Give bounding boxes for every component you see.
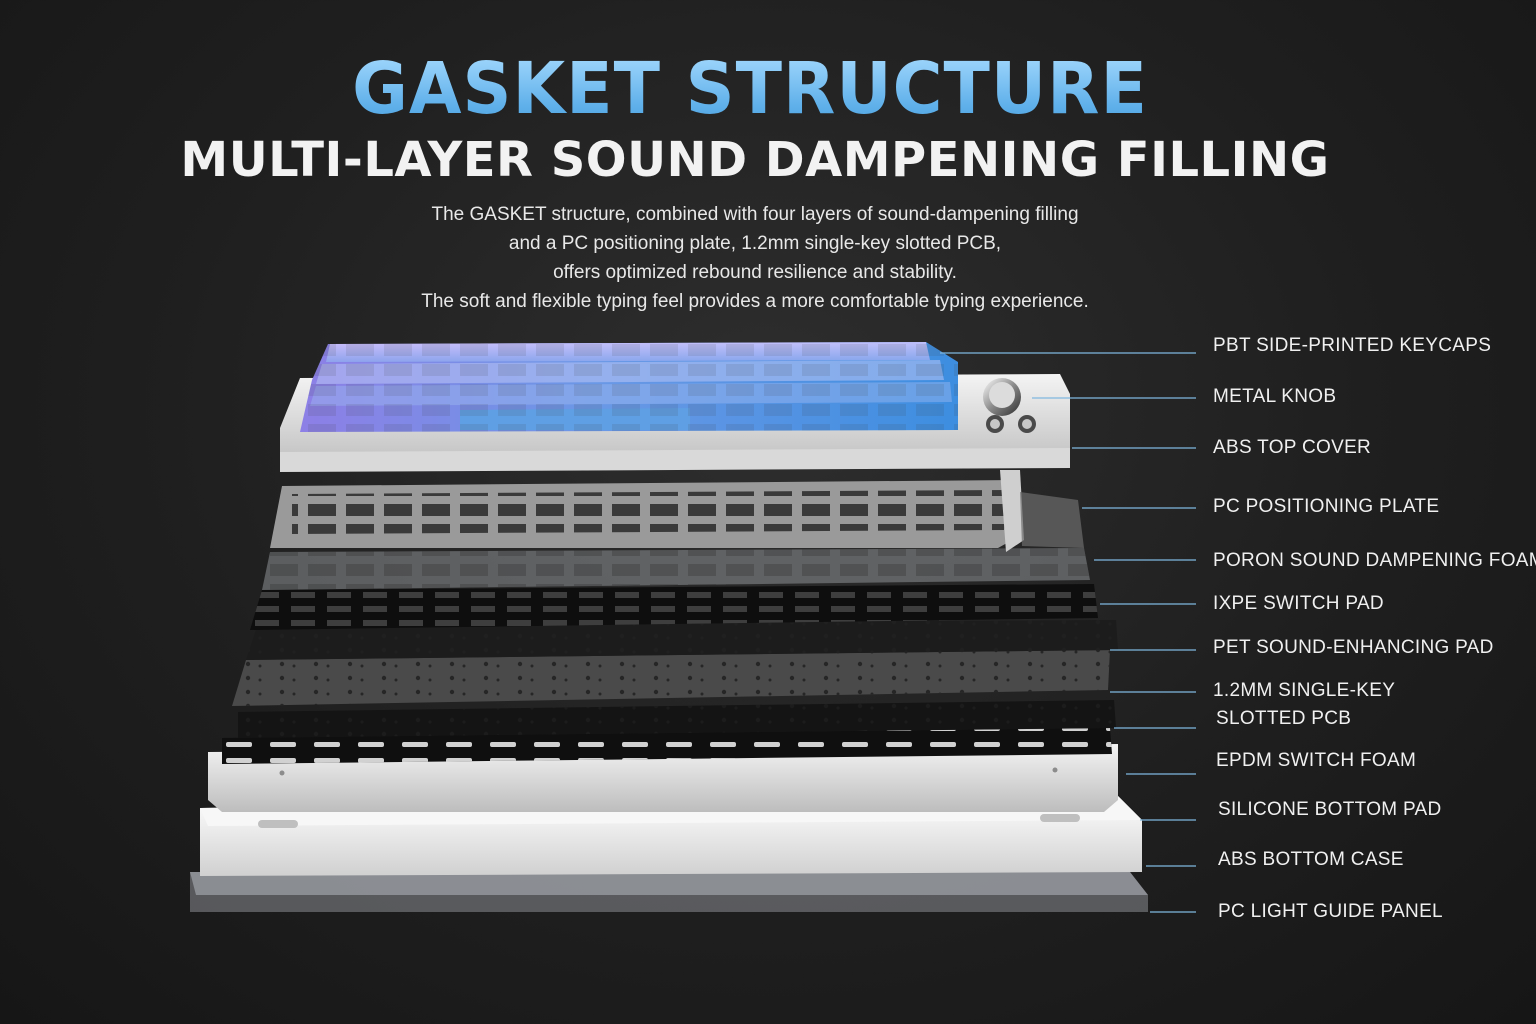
description: The GASKET structure, combined with four…: [0, 200, 1510, 316]
epdm-switch-foam: [222, 728, 1112, 764]
slotted-pcb: [238, 700, 1116, 738]
label-abs-bottom-case: ABS BOTTOM CASE: [1218, 849, 1404, 870]
label-pc-light-guide-panel: PC LIGHT GUIDE PANEL: [1218, 901, 1443, 922]
metal-knob: [983, 378, 1021, 416]
label-pcb-line1: 1.2MM SINGLE-KEY: [1213, 680, 1396, 701]
label-pcb-line2: SLOTTED PCB: [1216, 708, 1352, 729]
label-pbt-side-printed-keycaps: PBT SIDE-PRINTED KEYCAPS: [1213, 335, 1492, 356]
description-line: and a PC positioning plate, 1.2mm single…: [508, 233, 1002, 254]
label-silicone-bottom-pad: SILICONE BOTTOM PAD: [1218, 799, 1442, 820]
pc-positioning-plate: [262, 548, 1090, 590]
label-metal-knob: METAL KNOB: [1213, 386, 1337, 407]
description-line: offers optimized rebound resilience and …: [553, 262, 957, 283]
plate-frame: [270, 470, 1084, 552]
description-line: The soft and flexible typing feel provid…: [421, 291, 1089, 312]
page-subtitle: MULTI-LAYER SOUND DAMPENING FILLING: [180, 132, 1330, 188]
page-title: GASKET STRUCTURE: [0, 48, 1500, 131]
description-line: The GASKET structure, combined with four…: [431, 204, 1079, 225]
label-pet-pad: PET SOUND-ENHANCING PAD: [1213, 637, 1494, 658]
label-poron-foam: PORON SOUND DAMPENING FOAM: [1213, 550, 1536, 571]
label-pc-positioning-plate: PC POSITIONING PLATE: [1213, 496, 1440, 517]
label-ixpe-switch-pad: IXPE SWITCH PAD: [1213, 593, 1384, 614]
ixpe-switch-pad: [246, 620, 1118, 660]
pet-sound-enhancing-pad: [232, 650, 1110, 706]
label-abs-top-cover: ABS TOP COVER: [1213, 437, 1372, 458]
pc-light-guide-panel: [190, 872, 1148, 912]
poron-sound-dampening-foam: [250, 584, 1098, 630]
leader-lines: [940, 352, 1196, 913]
label-epdm-switch-foam: EPDM SWITCH FOAM: [1216, 750, 1417, 771]
pbt-side-printed-keycaps: [300, 342, 958, 432]
